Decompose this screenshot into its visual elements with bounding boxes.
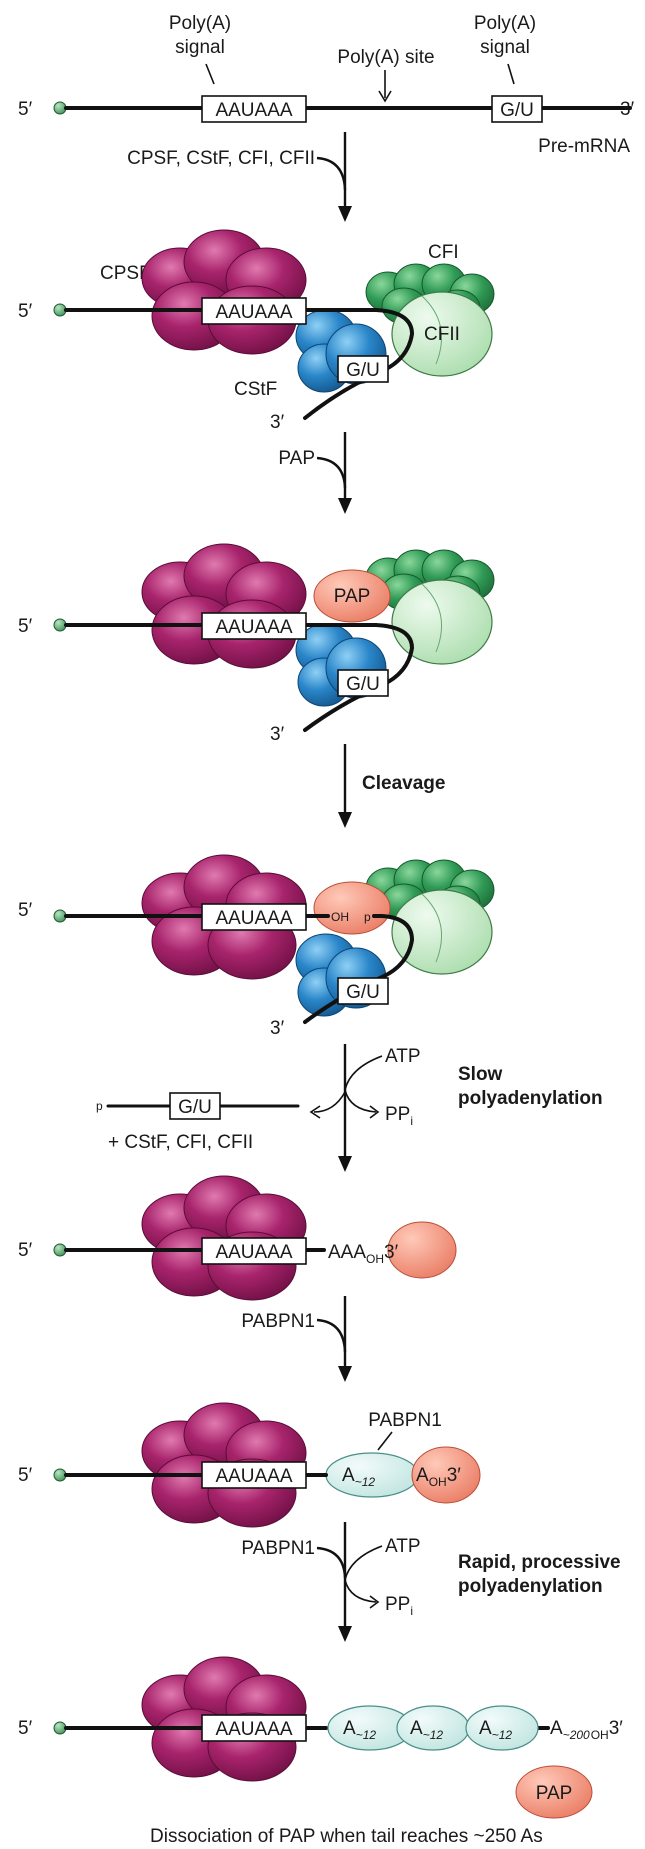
factors-bind-label: CPSF, CStF, CFI, CFII (127, 148, 315, 169)
pap-label-3: PAP (334, 586, 371, 607)
pre-mrna-label: Pre-mRNA (538, 136, 630, 157)
rapid-label-line1: Rapid, processive (458, 1552, 621, 1573)
pap-enzyme-5 (387, 1221, 457, 1279)
step-cleaved: 5′ OH p AAUAAA G/U 3′ (18, 854, 495, 1039)
atp-label-1: ATP (385, 1046, 421, 1067)
pap-binds-label: PAP (278, 448, 315, 469)
pabpn1-binds-label: PABPN1 (241, 1311, 315, 1332)
aauaaa-box-5: AAUAAA (215, 1242, 292, 1263)
poly-a-site-label: Poly(A) site (337, 47, 434, 68)
five-prime-label-5: 5′ (18, 1240, 33, 1261)
three-prime-label-3: 3′ (270, 724, 285, 745)
pap-enzyme-released (515, 1765, 593, 1819)
arrow-rapid-polyadenylation: PABPN1 ATP PPi Rapid, processive polyade… (241, 1522, 621, 1642)
gu-box: G/U (500, 100, 534, 121)
pabpn1-label-arrow: PABPN1 (241, 1538, 315, 1559)
a12-label-7c: A~12 (479, 1718, 512, 1742)
cfii-complex-4 (391, 889, 493, 975)
cfi-label: CFI (428, 242, 459, 263)
atp-label-2: ATP (385, 1536, 421, 1557)
arrow-factors-bind: CPSF, CStF, CFI, CFII (127, 132, 352, 222)
slow-label-line2: polyadenylation (458, 1088, 603, 1109)
five-prime-label-2: 5′ (18, 301, 33, 322)
cpsf-complex (141, 229, 307, 355)
step-pabpn1-bound: PABPN1 A~12 AOH3′ 5′ AAUAAA (18, 1402, 481, 1528)
cstf-label: CStF (234, 379, 277, 400)
aauaaa-box-3: AAUAAA (215, 617, 292, 638)
cfii-label: CFII (424, 324, 460, 345)
aauaaa-box-6: AAUAAA (215, 1466, 292, 1487)
arrow-cleavage: Cleavage (338, 744, 445, 828)
gu-box-2: G/U (346, 360, 380, 381)
a12-label-7b: A~12 (410, 1718, 443, 1742)
cpsf-label: CPSF (100, 263, 151, 284)
a200-tail-label: A~200OH3′ (550, 1718, 623, 1742)
poly-a-signal-label-2-line1: Poly(A) (474, 13, 536, 34)
ppi-label-1: PPi (385, 1104, 413, 1128)
slow-label-line1: Slow (458, 1064, 503, 1085)
a12-label-7a: A~12 (343, 1718, 376, 1742)
aauaaa-box: AAUAAA (215, 100, 292, 121)
step-complex-assembly: CPSF CFI CFII CStF 5′ AAUAAA G/U 3′ (18, 229, 495, 433)
pap-label-released: PAP (536, 1783, 573, 1804)
aoh-label-6: AOH3′ (416, 1465, 461, 1489)
aauaaa-box-4: AAUAAA (215, 908, 292, 929)
pabpn1-7c (465, 1705, 539, 1751)
gu-box-3: G/U (346, 674, 380, 695)
cfii-complex-3 (391, 579, 493, 665)
step-final: 5′ AAUAAA A~12 A~12 A~12 A~200OH3′ PAP D… (18, 1656, 623, 1847)
poly-a-signal-label-2-line2: signal (480, 37, 530, 58)
five-prime-label: 5′ (18, 99, 33, 120)
arrow-slow-polyadenylation: ATP PPi p G/U + CStF, CFI, CFII Slow pol… (96, 1044, 603, 1172)
cpsf-complex-3 (141, 543, 307, 669)
five-prime-label-6: 5′ (18, 1465, 33, 1486)
aauaaa-box-7: AAUAAA (215, 1719, 292, 1740)
ppi-label-2: PPi (385, 1594, 413, 1618)
pabpn1-label-6: PABPN1 (368, 1410, 442, 1431)
aaa-tail-label: AAAOH3′ (328, 1242, 399, 1266)
gu-box-4: G/U (346, 982, 380, 1003)
three-prime-label: 3′ (620, 99, 635, 120)
poly-a-signal-label-1-line2: signal (175, 37, 225, 58)
p-label-4: p (364, 910, 371, 924)
arrow-pabpn1-binds: PABPN1 (241, 1296, 352, 1382)
poly-a-signal-label-1-line1: Poly(A) (169, 13, 231, 34)
arrow-pap-binds: PAP (278, 432, 352, 514)
five-prime-label-3: 5′ (18, 616, 33, 637)
five-prime-label-7: 5′ (18, 1718, 33, 1739)
oh-label-4: OH (331, 910, 349, 924)
release-label: + CStF, CFI, CFII (108, 1132, 253, 1153)
three-prime-label-2: 3′ (270, 412, 285, 433)
step-pap-bound: PAP 5′ AAUAAA G/U 3′ (18, 543, 495, 745)
a12-label-6: A~12 (342, 1465, 375, 1489)
pap-enzyme-6 (411, 1446, 481, 1504)
five-prime-label-4: 5′ (18, 900, 33, 921)
three-prime-label-4: 3′ (270, 1018, 285, 1039)
cleavage-label: Cleavage (362, 773, 445, 794)
pap-enzyme-3 (313, 569, 391, 623)
dissociation-caption: Dissociation of PAP when tail reaches ~2… (150, 1826, 543, 1847)
gu-box-release: G/U (178, 1097, 212, 1118)
aauaaa-box-2: AAUAAA (215, 302, 292, 323)
rapid-label-line2: polyadenylation (458, 1576, 603, 1597)
pap-enzyme-4 (313, 881, 391, 935)
step-pre-mrna: Poly(A) signal Poly(A) site Poly(A) sign… (18, 13, 635, 157)
p-label-release: p (96, 1099, 103, 1113)
step-aaa: 5′ AAUAAA AAAOH3′ (18, 1175, 457, 1301)
